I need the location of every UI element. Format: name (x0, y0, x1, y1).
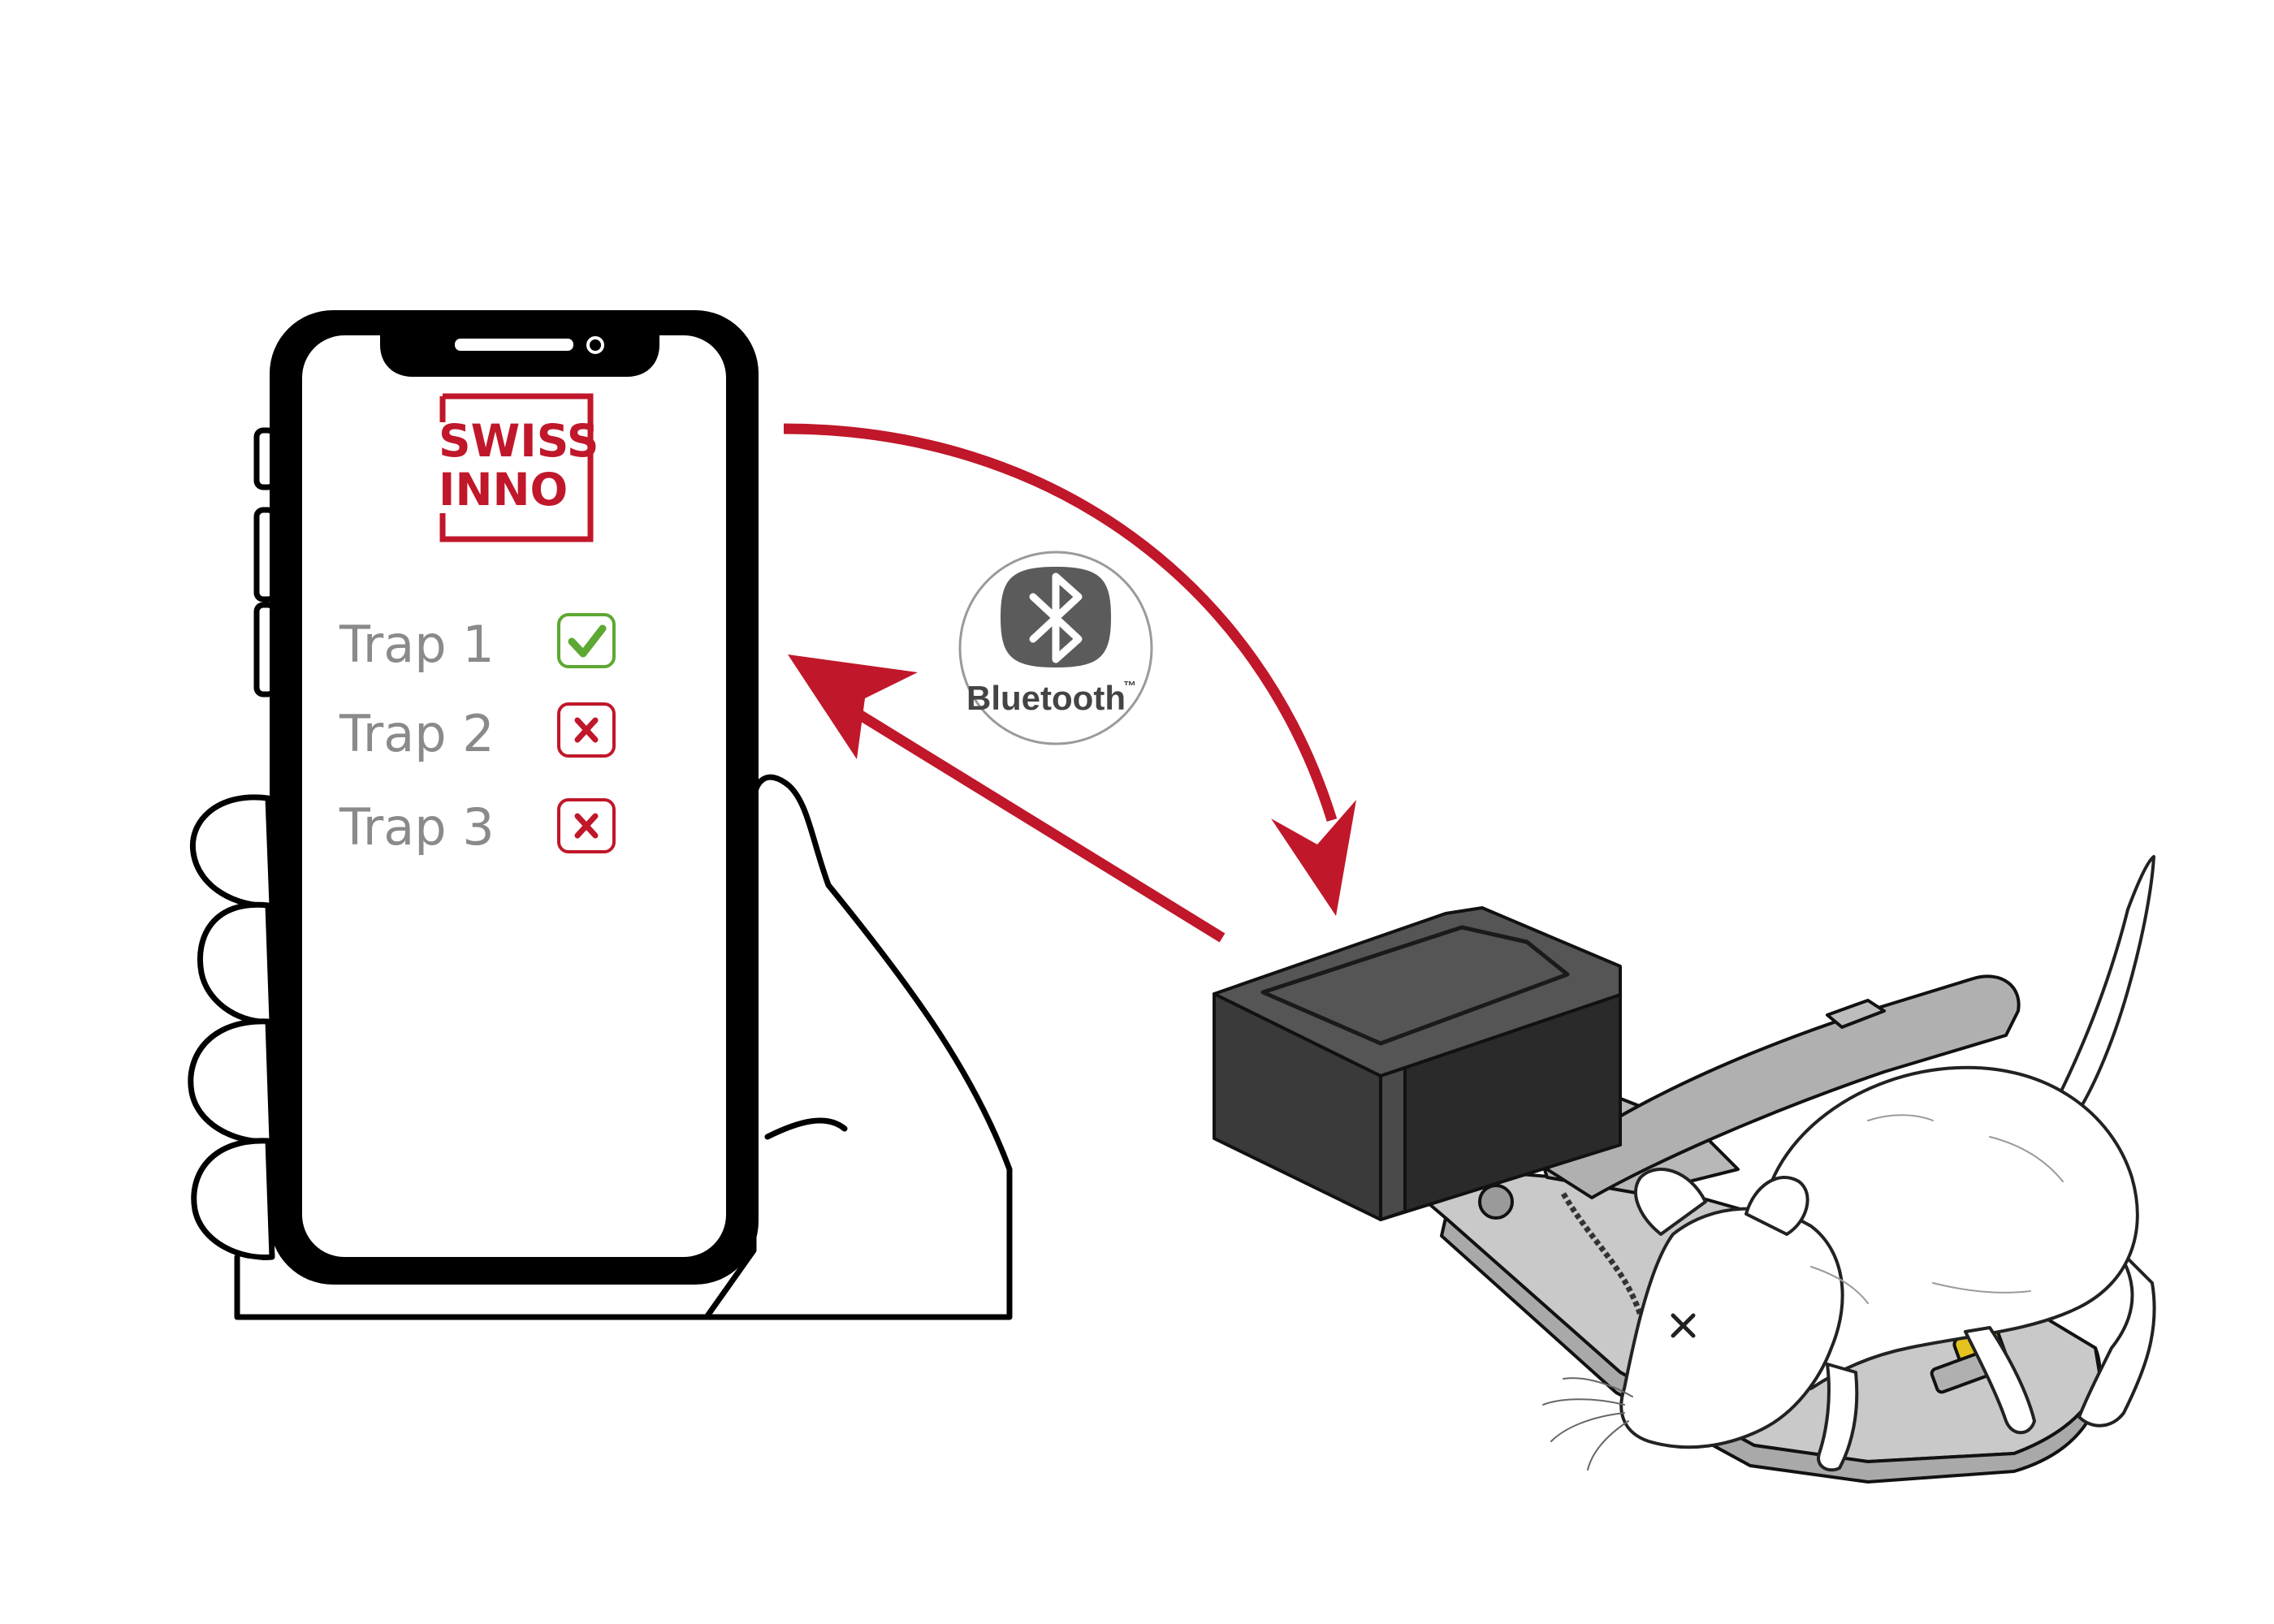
phone-camera (586, 336, 604, 354)
trap-row-2[interactable]: Trap 2 (339, 702, 616, 763)
bluetooth-tm: ™ (1123, 680, 1136, 693)
sensor-box-lid-line (1260, 925, 1570, 1046)
signal-arrows (783, 423, 1356, 943)
finger-1 (189, 794, 275, 909)
check-icon (568, 624, 607, 658)
trap-label-1: Trap 1 (339, 615, 495, 674)
trap-row-3[interactable]: Trap 3 (339, 797, 616, 857)
sensor-box-bevel (1379, 1066, 1407, 1221)
finger-2 (197, 901, 275, 1025)
mouse-whiskers (1542, 1377, 1633, 1471)
mouse-tail (2053, 855, 2155, 1118)
hand-illustration (188, 774, 1013, 1320)
smartphone: SWISS INNO Trap 1 Trap 2 Trap 3 (253, 310, 759, 1285)
phone-screen (302, 335, 726, 1257)
mouse-fur-lines (1810, 1114, 2064, 1304)
phone-speaker (455, 339, 573, 351)
arrow-phone-to-trap (783, 423, 1338, 822)
trap-label-2: Trap 2 (339, 704, 495, 763)
trap-base-edge (1440, 1216, 2102, 1484)
trap-kill-bar (1546, 974, 2021, 1199)
trap-status-box-1 (557, 613, 616, 668)
mouse-head (1619, 1207, 1844, 1449)
mouse-front-leg-2 (1964, 1326, 2036, 1435)
trap-screw (1478, 1184, 1514, 1220)
logo-line-2: INNO (439, 464, 568, 516)
trap-label-3: Trap 3 (339, 797, 495, 857)
mouse-ear (1634, 1168, 1707, 1236)
cross-icon (574, 813, 599, 839)
palm-crease (764, 1117, 848, 1140)
mouse-front-leg (1817, 1363, 1859, 1472)
trap-list: Trap 1 Trap 2 Trap 3 (339, 613, 616, 857)
swiss-inno-logo: SWISS INNO (439, 393, 599, 542)
arrow-trap-to-phone (850, 706, 1226, 943)
mouse-illustration (1542, 855, 2156, 1472)
bluetooth-icon (1029, 572, 1083, 663)
arrowhead-down (1271, 800, 1356, 916)
arrowhead-up-left (788, 654, 918, 759)
finger-4 (191, 1138, 275, 1260)
bluetooth-badge: Bluetooth ™ (958, 551, 1153, 745)
logo-line-1: SWISS (439, 415, 599, 467)
bluetooth-label: Bluetooth (966, 679, 1126, 717)
cross-icon (574, 717, 599, 743)
trap-kill-bar-tab (1826, 999, 1886, 1029)
finger-3 (188, 1018, 275, 1145)
trap-spring (1560, 1192, 1644, 1317)
mouse-back-leg (2077, 1233, 2156, 1427)
mouse-closed-eye (1671, 1313, 1696, 1338)
mouse-ear-2 (1744, 1176, 1809, 1236)
palm-and-thumb (234, 774, 1013, 1320)
logo-frame (439, 393, 594, 542)
trap-row-1[interactable]: Trap 1 (339, 613, 616, 674)
